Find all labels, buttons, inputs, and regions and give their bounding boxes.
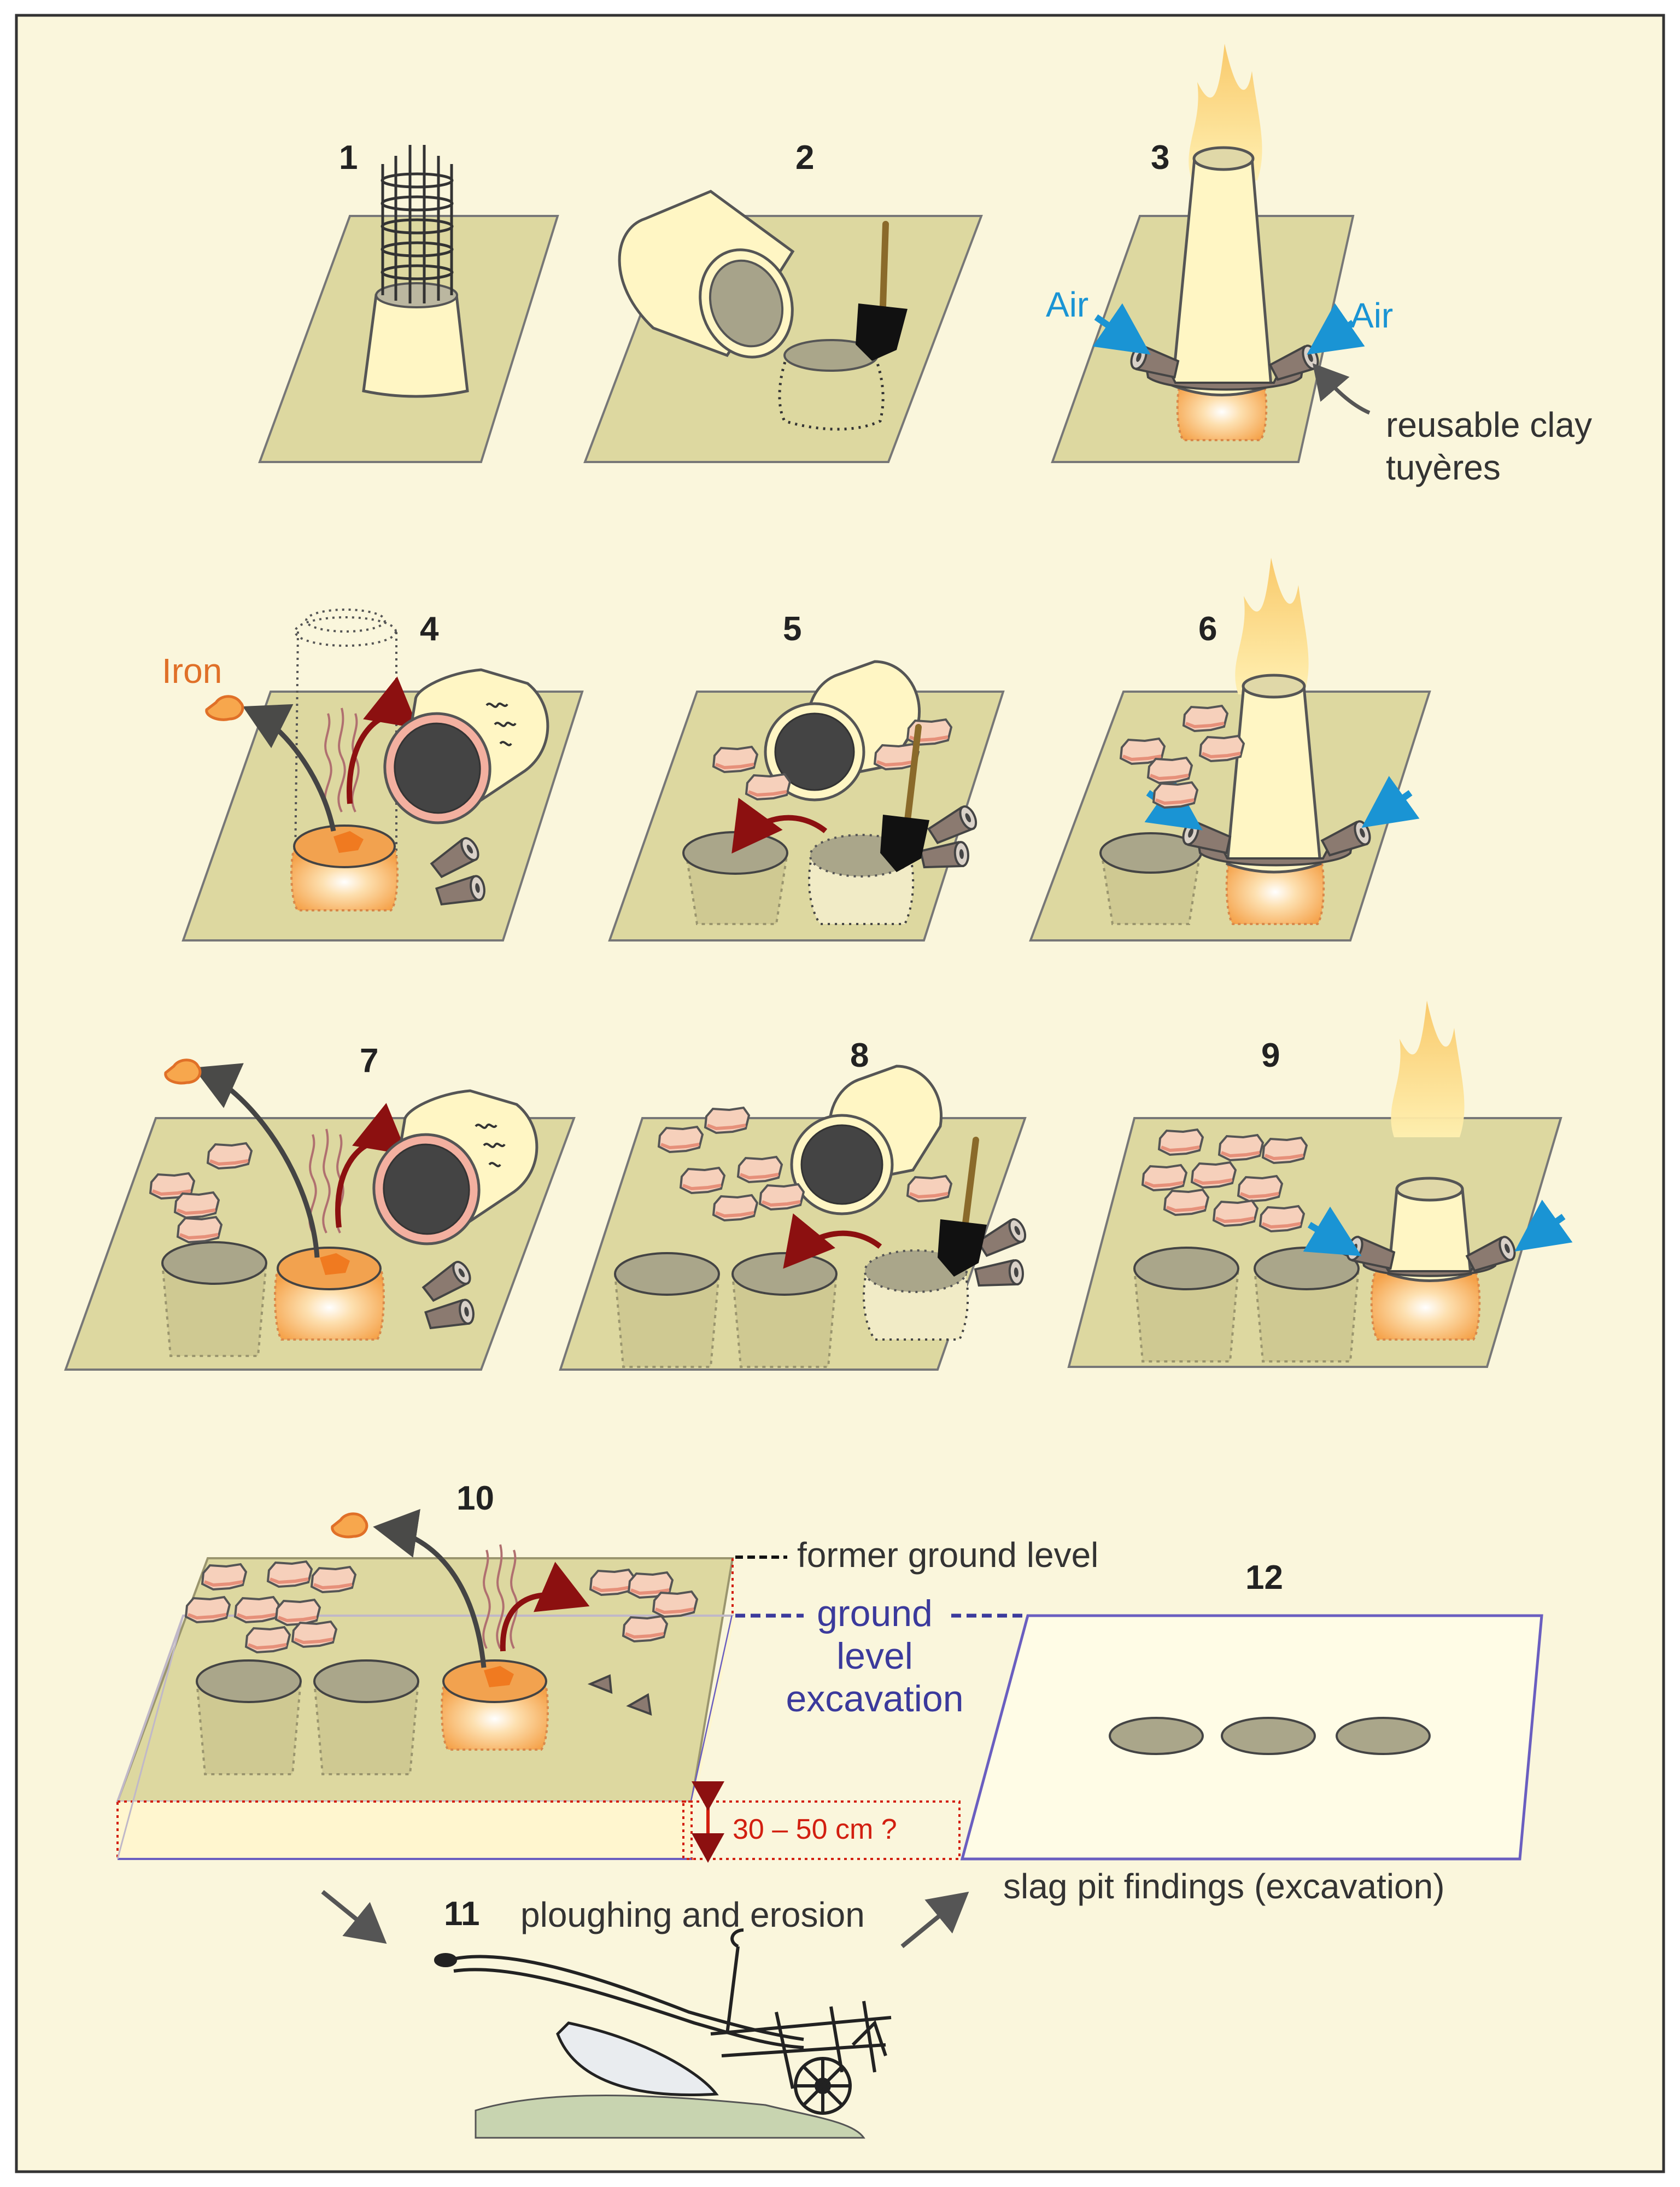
step-10-illustration — [116, 1508, 1028, 1863]
step-number-12: 12 — [1245, 1559, 1283, 1597]
step-number-9: 9 — [1261, 1037, 1280, 1074]
ground-excavation-line3: excavation — [786, 1678, 964, 1720]
former-ground-label: former ground level — [797, 1535, 1099, 1575]
step-number-5: 5 — [783, 610, 802, 648]
step-number-8: 8 — [850, 1037, 869, 1074]
step-number-1: 1 — [339, 139, 358, 177]
step-7-illustration — [64, 1059, 576, 1371]
step-number-4: 4 — [420, 610, 439, 648]
step-number-10: 10 — [456, 1480, 494, 1517]
step-number-2: 2 — [795, 139, 815, 177]
plough-illustration — [434, 1928, 892, 2139]
tuyeres-label-line1: reusable clay — [1386, 405, 1593, 445]
step-number-6: 6 — [1198, 610, 1217, 648]
step-9-illustration — [1067, 1001, 1573, 1368]
step-6-illustration — [1029, 558, 1431, 942]
step-12-illustration — [960, 1614, 1543, 1861]
step-3-illustration — [1051, 44, 1371, 463]
step-8-illustration — [559, 1065, 1029, 1371]
step-number-7: 7 — [360, 1042, 379, 1080]
arrow-to-ploughing — [321, 1890, 387, 1944]
air-label-right: Air — [1350, 296, 1394, 335]
step-1-illustration — [258, 145, 559, 463]
ground-excavation-line2: level — [836, 1635, 913, 1677]
step-2-illustration — [583, 190, 983, 463]
step-number-11: 11 — [444, 1895, 480, 1933]
step-4-illustration — [182, 609, 584, 942]
air-label-left: Air — [1046, 285, 1089, 324]
iron-label: Iron — [162, 651, 223, 691]
depth-label: 30 – 50 cm ? — [733, 1814, 897, 1845]
step-number-3: 3 — [1151, 139, 1170, 177]
tuyeres-label-line2: tuyères — [1386, 448, 1501, 487]
arrow-to-excavation — [900, 1891, 969, 1949]
ploughing-label: ploughing and erosion — [520, 1895, 865, 1934]
slag-findings-label: slag pit findings (excavation) — [1003, 1867, 1445, 1906]
ground-excavation-line1: ground — [817, 1593, 933, 1634]
step-5-illustration — [608, 660, 1005, 942]
